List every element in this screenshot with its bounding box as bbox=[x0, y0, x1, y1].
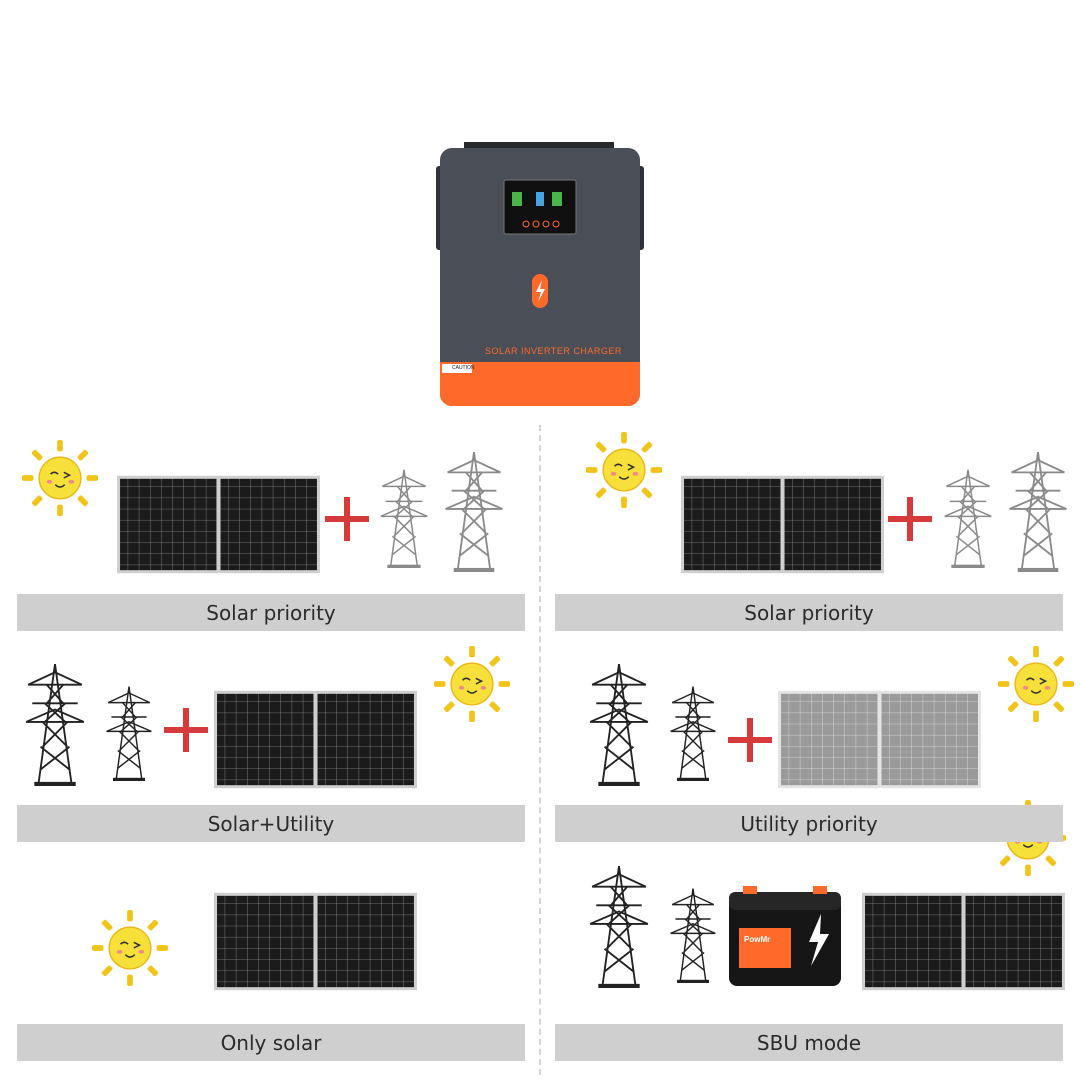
inverter-product-image bbox=[436, 140, 644, 408]
solar-panel-icon bbox=[778, 690, 981, 789]
caution-sticker-text: CAUTION bbox=[452, 365, 475, 371]
column-divider bbox=[539, 425, 541, 1075]
mode-label: Solar priority bbox=[744, 600, 874, 625]
mode-banner: Utility priority bbox=[555, 805, 1063, 842]
mode-label: Solar+Utility bbox=[207, 811, 335, 836]
sun-icon bbox=[586, 432, 662, 508]
solar-panel-icon bbox=[681, 475, 884, 574]
mode-banner: SBU mode bbox=[555, 1024, 1063, 1061]
power-tower-icon bbox=[588, 662, 650, 786]
mode-label: Utility priority bbox=[740, 811, 878, 836]
solar-panel-icon bbox=[862, 892, 1065, 991]
power-tower-icon bbox=[668, 685, 718, 781]
power-tower-icon bbox=[24, 662, 86, 786]
plus-icon bbox=[728, 718, 772, 762]
sun-icon bbox=[998, 646, 1074, 722]
power-tower-icon bbox=[942, 468, 994, 568]
sun-icon bbox=[92, 910, 168, 986]
mode-banner: Only solar bbox=[17, 1024, 525, 1061]
power-tower-icon bbox=[104, 685, 154, 781]
solar-panel-icon bbox=[214, 690, 417, 789]
battery-brand: PowMr bbox=[744, 935, 771, 944]
mode-banner: Solar priority bbox=[17, 594, 525, 631]
power-tower-icon bbox=[378, 468, 430, 568]
mode-label: Only solar bbox=[220, 1030, 322, 1055]
battery-icon bbox=[725, 884, 845, 988]
mode-label: Solar priority bbox=[206, 600, 336, 625]
solar-panel-icon bbox=[214, 892, 417, 991]
mode-banner: Solar+Utility bbox=[17, 805, 525, 842]
power-tower-icon bbox=[588, 864, 650, 988]
sun-icon bbox=[22, 440, 98, 516]
mode-label: SBU mode bbox=[756, 1030, 862, 1055]
mode-banner: Solar priority bbox=[555, 594, 1063, 631]
sun-icon bbox=[434, 646, 510, 722]
plus-icon bbox=[164, 708, 208, 752]
plus-icon bbox=[325, 497, 369, 541]
power-tower-icon bbox=[668, 887, 718, 983]
solar-panel-icon bbox=[117, 475, 320, 574]
plus-icon bbox=[888, 497, 932, 541]
power-tower-icon bbox=[440, 450, 508, 572]
inverter-label: SOLAR INVERTER CHARGER bbox=[485, 346, 622, 356]
power-tower-icon bbox=[1004, 450, 1072, 572]
